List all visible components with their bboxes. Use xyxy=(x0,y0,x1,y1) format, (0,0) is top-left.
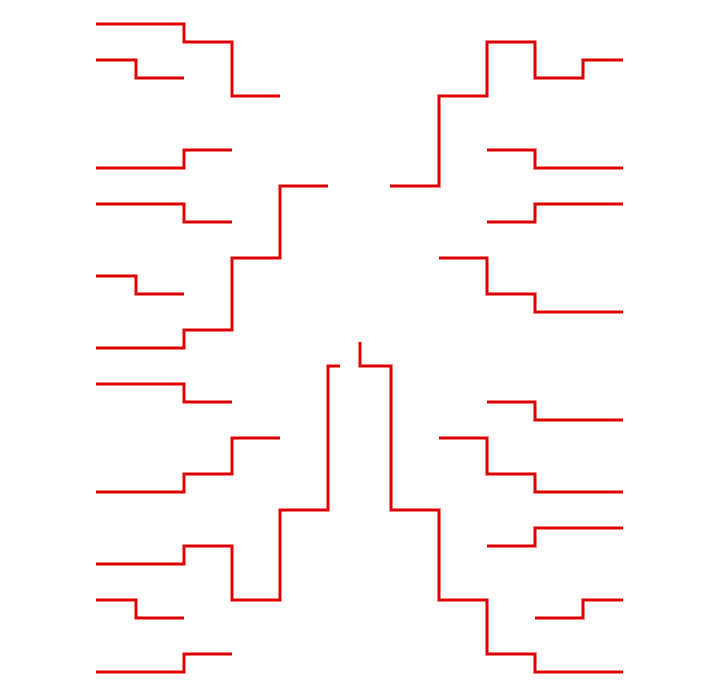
left-connector xyxy=(96,184,328,350)
left-connector xyxy=(96,148,232,170)
right-connector xyxy=(535,598,623,620)
left-connector xyxy=(96,382,232,404)
right-connector xyxy=(439,256,623,314)
center-connector xyxy=(358,342,623,674)
left-connector xyxy=(96,22,280,98)
left-connector xyxy=(96,436,280,494)
right-connector xyxy=(487,400,623,422)
left-connector xyxy=(96,58,184,80)
left-connector xyxy=(96,202,232,224)
left-connector xyxy=(96,598,184,620)
right-connector xyxy=(487,148,623,170)
left-connector xyxy=(96,364,340,602)
left-connector xyxy=(96,652,232,674)
right-connector xyxy=(390,40,623,188)
right-connector xyxy=(487,526,623,548)
right-connector xyxy=(439,436,623,494)
right-connector xyxy=(487,202,623,224)
left-connector xyxy=(96,274,184,296)
